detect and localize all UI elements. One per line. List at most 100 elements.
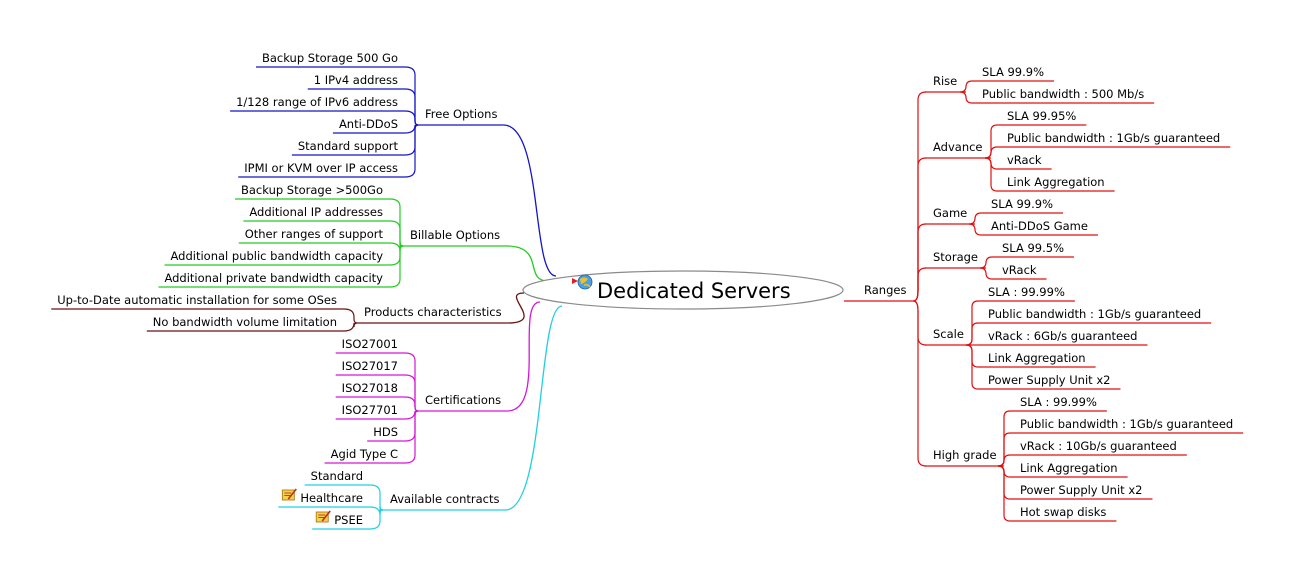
leaf-advance-2[interactable]: Public bandwidth : 1Gb/s guaranteed bbox=[1007, 131, 1220, 145]
leaf-available-contracts-1[interactable]: Standard bbox=[311, 469, 363, 483]
branch-label-billable-options[interactable]: Billable Options bbox=[410, 228, 500, 242]
range-label-high-grade[interactable]: High grade bbox=[933, 448, 997, 462]
leaf-connector bbox=[997, 465, 1011, 522]
leaf-connector bbox=[984, 146, 998, 159]
leaf-connector bbox=[959, 91, 973, 104]
range-connector bbox=[913, 300, 927, 346]
leaf-advance-3[interactable]: vRack bbox=[1007, 153, 1042, 167]
leaf-game-1[interactable]: SLA 99.9% bbox=[991, 197, 1053, 211]
leaf-certifications-1[interactable]: ISO27001 bbox=[342, 337, 398, 351]
leaf-connector bbox=[389, 241, 404, 252]
leaf-storage-1[interactable]: SLA 99.5% bbox=[1002, 241, 1064, 255]
leaf-products-characteristics-2[interactable]: No bandwidth volume limitation bbox=[153, 315, 337, 329]
leaf-advance-1[interactable]: SLA 99.95% bbox=[1007, 109, 1076, 123]
leaf-connector bbox=[404, 110, 419, 126]
range-label-game[interactable]: Game bbox=[933, 206, 967, 220]
branch-label-ranges[interactable]: Ranges bbox=[864, 283, 906, 297]
leaf-connector bbox=[404, 374, 419, 412]
leaf-rise-2[interactable]: Public bandwidth : 500 Mb/s bbox=[982, 87, 1144, 101]
leaf-free-options-6[interactable]: IPMI or KVM over IP access bbox=[244, 161, 398, 175]
leaf-connector bbox=[389, 220, 404, 247]
range-connector bbox=[913, 223, 927, 302]
leaf-free-options-4[interactable]: Anti-DDoS bbox=[339, 117, 398, 131]
branch-label-available-contracts[interactable]: Available contracts bbox=[390, 492, 499, 506]
leaf-scale-1[interactable]: SLA : 99.99% bbox=[988, 285, 1065, 299]
branch-label-products-characteristics[interactable]: Products characteristics bbox=[364, 305, 502, 319]
leaf-billable-options-2[interactable]: Additional IP addresses bbox=[249, 205, 383, 219]
leaf-certifications-6[interactable]: Agid Type C bbox=[331, 447, 398, 461]
leaf-connector bbox=[959, 80, 973, 93]
root-connector-free-options bbox=[503, 124, 557, 277]
leaf-billable-options-1[interactable]: Backup Storage >500Go bbox=[241, 183, 383, 197]
leaf-high-grade-2[interactable]: Public bandwidth : 1Gb/s guaranteed bbox=[1020, 417, 1233, 431]
root-connector-billable-options bbox=[506, 245, 549, 282]
leaf-advance-4[interactable]: Link Aggregation bbox=[1007, 175, 1105, 189]
leaf-available-contracts-3[interactable]: PSEE bbox=[334, 513, 363, 527]
leaf-connector bbox=[965, 344, 979, 390]
leaf-connector bbox=[404, 124, 419, 178]
leaf-certifications-2[interactable]: ISO27017 bbox=[342, 359, 398, 373]
root-title: Dedicated Servers bbox=[597, 279, 791, 303]
globe-icon bbox=[572, 274, 593, 290]
leaf-connector bbox=[404, 88, 419, 126]
leaf-high-grade-6[interactable]: Hot swap disks bbox=[1020, 505, 1106, 519]
leaf-scale-4[interactable]: Link Aggregation bbox=[988, 351, 1086, 365]
leaf-certifications-4[interactable]: ISO27701 bbox=[342, 403, 398, 417]
note-pencil-icon bbox=[281, 488, 297, 501]
note-pencil-icon bbox=[315, 510, 331, 523]
range-label-scale[interactable]: Scale bbox=[933, 327, 964, 341]
leaf-high-grade-3[interactable]: vRack : 10Gb/s guaranteed bbox=[1020, 439, 1177, 453]
leaf-connector bbox=[404, 410, 419, 442]
leaf-certifications-5[interactable]: HDS bbox=[373, 425, 398, 439]
leaf-certifications-3[interactable]: ISO27018 bbox=[342, 381, 398, 395]
leaf-free-options-2[interactable]: 1 IPv4 address bbox=[314, 73, 398, 87]
leaf-billable-options-4[interactable]: Additional public bandwidth capacity bbox=[171, 249, 384, 263]
leaf-available-contracts-2[interactable]: Healthcare bbox=[300, 491, 363, 505]
root-ellipse bbox=[522, 270, 844, 310]
leaf-connector bbox=[369, 505, 384, 516]
leaf-billable-options-5[interactable]: Additional private bandwidth capacity bbox=[164, 271, 383, 285]
range-connector bbox=[913, 157, 927, 302]
leaf-scale-3[interactable]: vRack : 6Gb/s guaranteed bbox=[988, 329, 1137, 343]
leaf-scale-2[interactable]: Public bandwidth : 1Gb/s guaranteed bbox=[988, 307, 1201, 321]
leaf-free-options-3[interactable]: 1/128 range of IPv6 address bbox=[236, 95, 398, 109]
leaf-connector bbox=[404, 124, 419, 156]
leaf-connector bbox=[369, 509, 384, 530]
root-connector-certifications bbox=[507, 301, 541, 412]
leaf-connector bbox=[404, 352, 419, 412]
leaf-connector bbox=[965, 322, 979, 346]
leaf-high-grade-4[interactable]: Link Aggregation bbox=[1020, 461, 1118, 475]
leaf-high-grade-5[interactable]: Power Supply Unit x2 bbox=[1020, 483, 1142, 497]
branch-label-certifications[interactable]: Certifications bbox=[425, 393, 501, 407]
root-connector-products-characteristics bbox=[507, 292, 525, 324]
leaf-free-options-1[interactable]: Backup Storage 500 Go bbox=[262, 51, 398, 65]
leaf-billable-options-3[interactable]: Other ranges of support bbox=[245, 227, 384, 241]
leaf-rise-1[interactable]: SLA 99.9% bbox=[982, 65, 1044, 79]
leaf-connector bbox=[404, 410, 419, 464]
leaf-high-grade-1[interactable]: SLA : 99.99% bbox=[1020, 395, 1097, 409]
branch-label-free-options[interactable]: Free Options bbox=[425, 107, 497, 121]
leaf-connector bbox=[979, 256, 993, 269]
leaf-products-characteristics-1[interactable]: Up-to-Date automatic installation for so… bbox=[57, 293, 337, 307]
leaf-storage-2[interactable]: vRack bbox=[1002, 263, 1037, 277]
leaf-connector bbox=[404, 396, 419, 412]
leaf-game-2[interactable]: Anti-DDoS Game bbox=[991, 219, 1088, 233]
root-node[interactable]: Dedicated Servers bbox=[522, 270, 844, 310]
leaf-connector bbox=[369, 484, 384, 511]
leaf-connector bbox=[997, 454, 1011, 467]
connector-lines bbox=[51, 66, 1244, 530]
leaf-connector bbox=[404, 66, 419, 126]
leaf-connector bbox=[979, 267, 993, 280]
leaf-connector bbox=[968, 223, 982, 236]
leaf-scale-5[interactable]: Power Supply Unit x2 bbox=[988, 373, 1110, 387]
leaf-free-options-5[interactable]: Standard support bbox=[298, 139, 399, 153]
branch-nodes: Free Options Backup Storage 500 Go 1 IPv4 … bbox=[57, 51, 1233, 527]
range-label-rise[interactable]: Rise bbox=[933, 74, 957, 88]
leaf-connector bbox=[389, 245, 404, 288]
range-label-storage[interactable]: Storage bbox=[933, 250, 978, 264]
range-label-advance[interactable]: Advance bbox=[933, 140, 983, 154]
leaf-connector bbox=[984, 157, 998, 192]
leaf-connector bbox=[343, 322, 358, 332]
range-connector bbox=[913, 267, 927, 302]
